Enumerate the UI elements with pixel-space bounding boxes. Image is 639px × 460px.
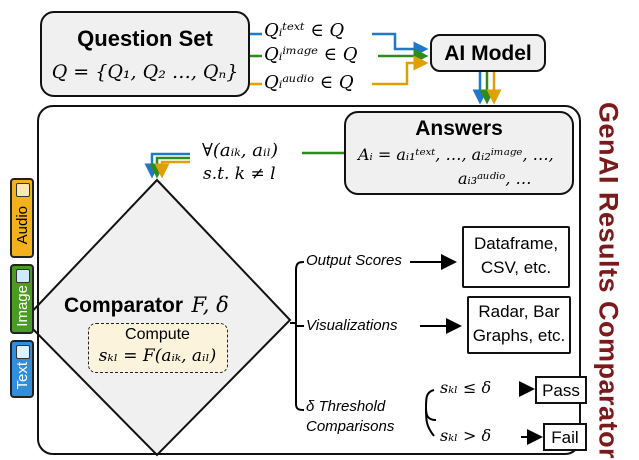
audio-icon (16, 183, 30, 197)
answers-line2: aᵢ₃ᵃᵘᵈⁱᵒ, … (458, 169, 532, 188)
threshold-label-line2: Comparisons (306, 418, 395, 435)
question-set-box: Question Set Q = {Q₁, Q₂ …, Qₙ} (40, 11, 250, 97)
image-icon (16, 269, 30, 283)
radar-line1: Radar, Bar (478, 302, 560, 321)
fail-label: Fail (551, 428, 579, 447)
answers-title: Answers (415, 117, 503, 140)
ai-model-label: AI Model (444, 42, 532, 65)
threshold-line1-text: δ Threshold (306, 398, 386, 415)
audio-tab-label: Audio (13, 205, 31, 245)
side-title-text: GenAI Results Comparator (593, 102, 624, 460)
compute-formula: sₖₗ = F(aᵢₖ, aᵢₗ) (98, 346, 217, 366)
compute-label: Compute (125, 326, 190, 343)
image-tab: Image (10, 264, 34, 334)
pass-label: Pass (542, 381, 580, 400)
comparator-title: Comparator F, δ (64, 293, 274, 318)
results-container (37, 105, 581, 455)
radar-line2: Graphs, etc. (472, 326, 566, 345)
visualizations-label: Visualizations (306, 317, 398, 334)
image-tab-label: Image (13, 285, 31, 327)
dataframe-box: Dataframe, CSV, etc. (462, 226, 570, 288)
text-icon (16, 345, 30, 359)
threshold-label-line1: δ Threshold (306, 398, 385, 415)
image-question-label: Qᵢⁱᵐᵃᵍᵉ ∈ Q (264, 44, 358, 65)
comparator-symbols: F, δ (191, 293, 229, 317)
fail-box: Fail (543, 423, 587, 451)
audio-tab: Audio (10, 178, 34, 258)
output-scores-label: Output Scores (306, 252, 402, 269)
comparator-title-text: Comparator (64, 294, 184, 317)
fail-condition: sₖₗ > δ (440, 426, 492, 445)
ai-model-box: AI Model (430, 34, 546, 72)
text-question-label: Qᵢᵗᵉˣᵗ ∈ Q (264, 20, 345, 41)
pair-condition-line1: ∀(aᵢₖ, aᵢₗ) (202, 140, 278, 161)
answers-box: Answers Aᵢ = aᵢ₁ᵗᵉˣᵗ, …, aᵢ₂ⁱᵐᵃᵍᵉ, …, aᵢ… (344, 111, 574, 195)
dataframe-line2: CSV, etc. (480, 258, 552, 277)
side-title: GenAI Results Comparator (582, 102, 634, 459)
question-set-title: Question Set (77, 26, 213, 51)
dataframe-line1: Dataframe, (473, 234, 559, 253)
radar-box: Radar, Bar Graphs, etc. (467, 296, 571, 354)
pass-box: Pass (535, 376, 587, 404)
answers-line1: Aᵢ = aᵢ₁ᵗᵉˣᵗ, …, aᵢ₂ⁱᵐᵃᵍᵉ, …, (358, 145, 554, 164)
audio-question-label: Qᵢᵃᵘᵈⁱᵒ ∈ Q (264, 72, 354, 93)
compute-box: Compute sₖₗ = F(aᵢₖ, aᵢₗ) (88, 323, 228, 373)
text-tab-label: Text (13, 362, 31, 390)
question-set-formula: Q = {Q₁, Q₂ …, Qₙ} (51, 61, 239, 83)
pair-condition-line2: s.t. k ≠ l (203, 164, 276, 184)
text-tab: Text (10, 340, 34, 398)
pass-condition: sₖₗ ≤ δ (440, 378, 492, 397)
comparator-diamond (22, 178, 292, 457)
